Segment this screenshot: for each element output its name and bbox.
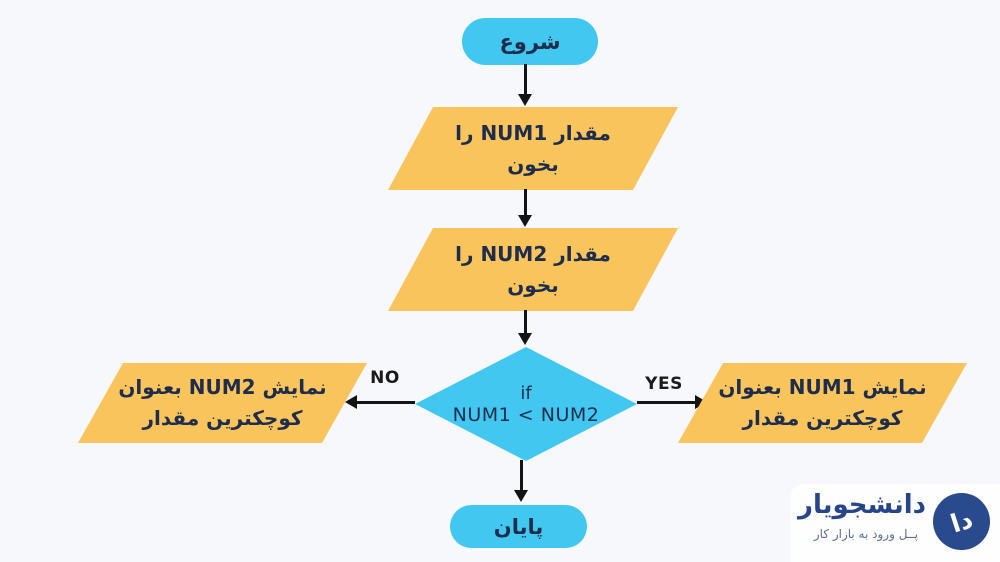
decision-if-line: if (520, 382, 532, 404)
arrow-decision-to-end (520, 460, 523, 491)
io-read-num1-line2: بخون (507, 151, 559, 176)
start-node: شروع (462, 18, 598, 65)
io-read-num2-line2: بخون (507, 272, 559, 297)
yes-branch-label: YES (645, 374, 683, 394)
io-read-num2-line1: مقدار NUM2 را (455, 241, 611, 266)
brand-tagline: پــل ورود به بازار کار (813, 527, 919, 541)
io-read-num1: مقدار NUM1 را بخون (388, 107, 678, 190)
decision-condition-line: NUM1 < NUM2 (452, 403, 600, 426)
end-node: پایان (450, 505, 587, 548)
end-node-label: پایان (493, 514, 544, 539)
io-display-num2-line1: نمایش NUM2 بعنوان (118, 375, 327, 399)
io-display-num1: نمایش NUM1 بعنوان کوچکترین مقدار (678, 363, 967, 443)
brand-circle-icon: دا (933, 493, 990, 550)
brand-wordmark: دانشجویار (797, 490, 926, 520)
brand-monogram: دا (946, 504, 977, 539)
io-read-num2: مقدار NUM2 را بخون (388, 228, 678, 311)
no-branch-label: NO (370, 368, 400, 388)
io-display-num1-line1: نمایش NUM1 بعنوان (718, 375, 927, 399)
arrowhead-down-icon (518, 333, 532, 345)
arrow-read-num2-to-decision (524, 310, 527, 334)
start-node-label: شروع (499, 29, 561, 54)
io-display-num2: نمایش NUM2 بعنوان کوچکترین مقدار (78, 363, 367, 443)
arrowhead-left-icon (345, 395, 357, 409)
arrow-read-num1-to-read-num2 (524, 189, 527, 216)
decision-node: if NUM1 < NUM2 (415, 347, 637, 461)
brand-logo-card: دا دانشجویار پــل ورود به بازار کار (790, 484, 1000, 562)
arrow-decision-to-display-num1 (637, 401, 695, 404)
io-display-num2-line2: کوچکترین مقدار (142, 406, 303, 430)
arrowhead-down-icon (518, 94, 532, 106)
io-display-num1-line2: کوچکترین مقدار (742, 406, 903, 430)
arrow-start-to-read-num1 (524, 64, 527, 95)
arrowhead-down-icon (518, 215, 532, 227)
io-read-num1-line1: مقدار NUM1 را (455, 120, 611, 145)
arrow-decision-to-display-num2 (357, 401, 415, 404)
arrowhead-down-icon (514, 490, 528, 502)
